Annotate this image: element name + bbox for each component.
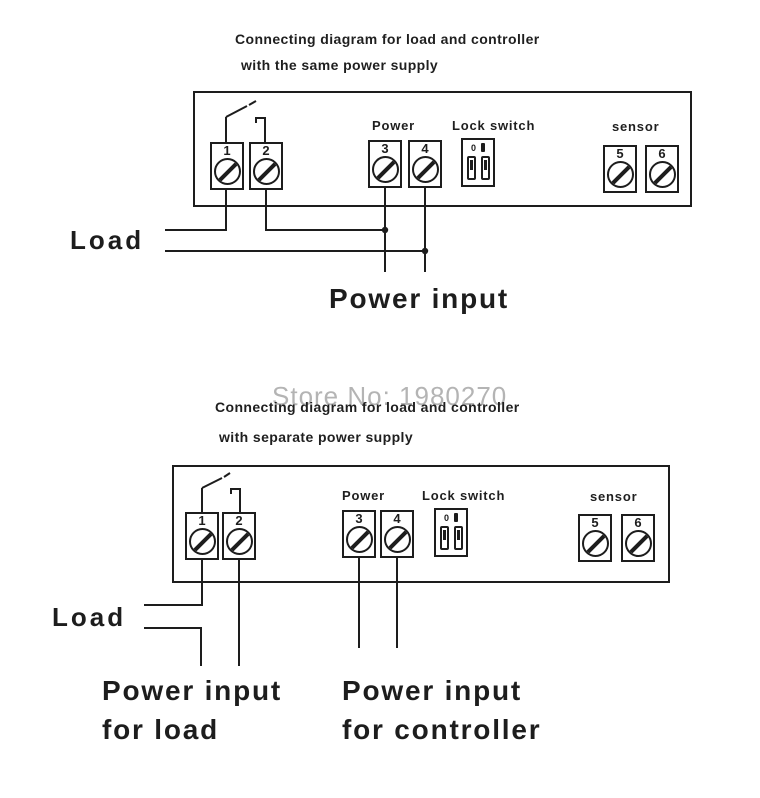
terminal-number: 6	[658, 146, 666, 161]
terminal-number: 2	[262, 143, 270, 158]
wire-terminal1-to-load	[165, 189, 227, 231]
relay-blade-tip	[248, 100, 257, 106]
lock-switch-label-2: Lock switch	[422, 488, 506, 503]
relay-riser-right	[255, 117, 266, 142]
screw-icon	[345, 526, 373, 553]
screw-icon	[648, 161, 676, 188]
terminal-2: 2	[222, 512, 256, 560]
relay-riser-right	[230, 488, 241, 512]
lock-slider-right	[480, 156, 490, 180]
power-input-for-load-line2: for load	[102, 714, 220, 745]
power-label-2: Power	[342, 488, 386, 503]
terminal-number: 1	[223, 143, 231, 158]
lock-mark-zero: 0	[470, 142, 476, 153]
power-label-1: Power	[372, 118, 416, 133]
screw-icon	[213, 158, 241, 185]
terminal-number: 5	[616, 146, 624, 161]
screw-icon	[411, 156, 439, 183]
wire-terminal2-to-terminal3	[265, 189, 385, 231]
lock-markings: 0 1	[463, 141, 493, 154]
screw-icon	[188, 528, 216, 555]
sensor-label-2: sensor	[590, 489, 638, 504]
diagram1-title-line2: with the same power supply	[241, 57, 439, 73]
terminal-5: 5	[578, 514, 612, 562]
terminal-number: 1	[198, 513, 206, 528]
sensor-label-1: sensor	[612, 119, 660, 134]
lock-mark-one: 1	[454, 513, 458, 522]
screw-icon	[624, 530, 652, 557]
power-input-label-1: Power input	[329, 283, 510, 314]
power-input-for-controller-line2: for controller	[342, 714, 542, 745]
diagram2-wires	[144, 472, 398, 666]
terminal-5: 5	[603, 145, 637, 193]
terminal-3: 3	[342, 510, 376, 558]
lock-slider-right	[453, 526, 463, 550]
diagram1-title-line1: Connecting diagram for load and controll…	[235, 31, 540, 47]
power-input-for-controller-line1: Power input	[342, 675, 523, 706]
lock-switch-block-2: 0 1	[434, 508, 468, 557]
screw-icon	[371, 156, 399, 183]
terminal-number: 3	[355, 511, 363, 526]
terminal-6: 6	[621, 514, 655, 562]
lock-sliders	[463, 156, 493, 180]
relay-blade	[201, 477, 223, 489]
terminal-number: 2	[235, 513, 243, 528]
relay-blade	[225, 105, 248, 118]
diagram2-title-line2: with separate power supply	[219, 429, 413, 445]
terminal-2: 2	[249, 142, 283, 190]
load-label-1: Load	[70, 225, 145, 255]
terminal-1: 1	[185, 512, 219, 560]
lock-mark-zero: 0	[443, 512, 449, 523]
load-label-2: Load	[52, 602, 127, 632]
terminal-number: 4	[421, 141, 429, 156]
lock-markings: 0 1	[436, 511, 466, 524]
screw-icon	[225, 528, 253, 555]
terminal-3: 3	[368, 140, 402, 188]
screw-icon	[606, 161, 634, 188]
terminal-4: 4	[408, 140, 442, 188]
diagram2-title-line1: Connecting diagram for load and controll…	[215, 399, 520, 415]
lock-mark-one: 1	[481, 143, 485, 152]
terminal-6: 6	[645, 145, 679, 193]
terminal-number: 6	[634, 515, 642, 530]
screw-icon	[252, 158, 280, 185]
terminal-number: 4	[393, 511, 401, 526]
terminal-4: 4	[380, 510, 414, 558]
terminal-number: 5	[591, 515, 599, 530]
screw-icon	[383, 526, 411, 553]
controller-box-2	[172, 465, 670, 583]
relay-blade-tip	[223, 472, 231, 478]
terminal-number: 3	[381, 141, 389, 156]
lock-slider-left	[439, 526, 449, 550]
power-input-for-load-line1: Power input	[102, 675, 283, 706]
store-watermark: Store No: 1980270	[272, 381, 508, 411]
screw-icon	[581, 530, 609, 557]
wire-terminal1-to-load	[144, 559, 203, 606]
lock-slider-left	[466, 156, 476, 180]
lock-switch-label-1: Lock switch	[452, 118, 536, 133]
controller-box-1	[193, 91, 692, 207]
lock-sliders	[436, 526, 466, 550]
wire-load-down	[144, 627, 202, 666]
diagram1-wires	[165, 100, 429, 272]
lock-switch-block-1: 0 1	[461, 138, 495, 187]
terminal-1: 1	[210, 142, 244, 190]
